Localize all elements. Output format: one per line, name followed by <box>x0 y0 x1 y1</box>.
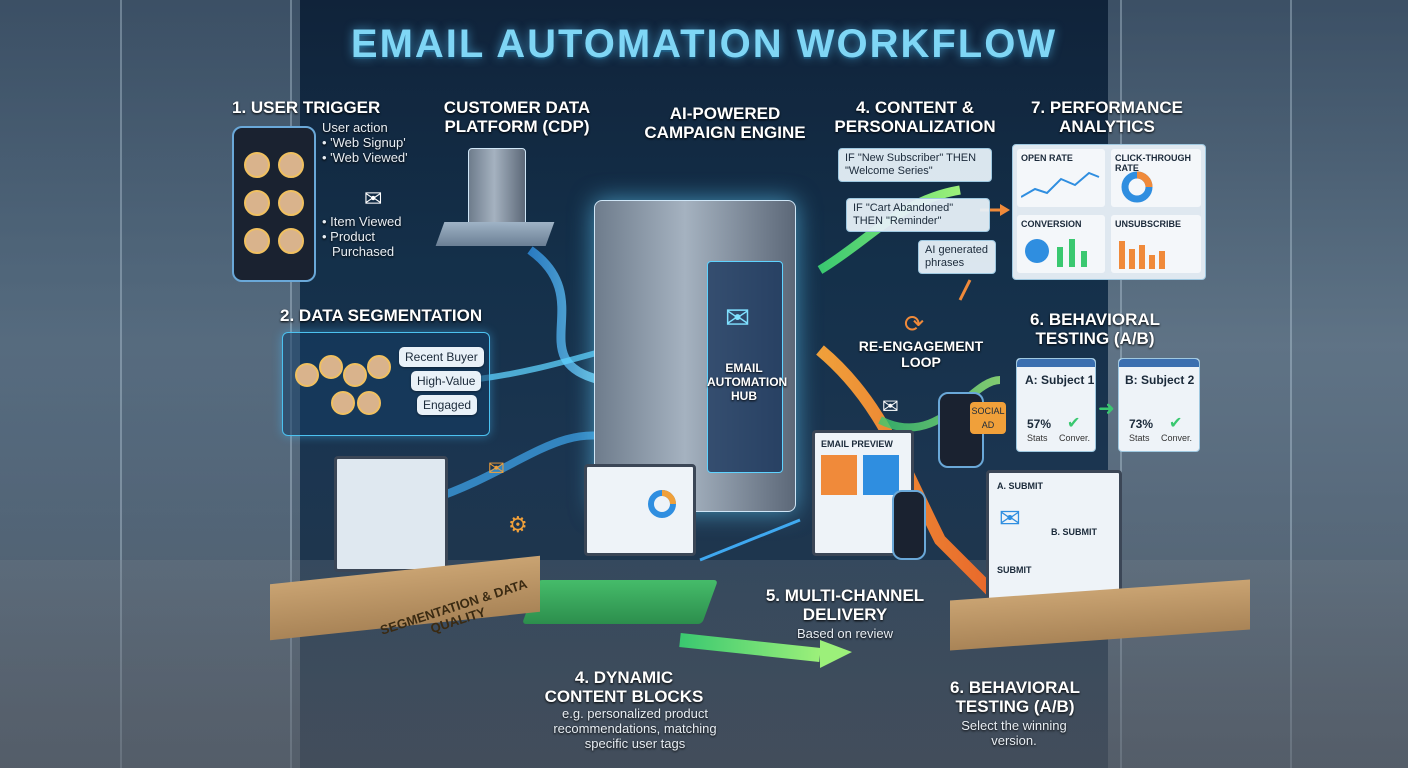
envelope-icon: ✉ <box>882 394 899 419</box>
avatar <box>295 363 319 387</box>
trigger-line: • Item Viewed <box>322 214 432 229</box>
checkmark-icon: ✔ <box>1067 413 1080 433</box>
phone-mockup <box>232 126 316 282</box>
trigger-line: • 'Web Viewed' <box>322 150 432 165</box>
content-heading: 4. CONTENT & PERSONALIZATION <box>830 98 1000 136</box>
cdp-heading: CUSTOMER DATA PLATFORM (CDP) <box>432 98 602 136</box>
mobile-preview <box>892 490 926 560</box>
avatar <box>278 190 304 216</box>
ctr-card: CLICK-THROUGH RATE <box>1111 149 1201 207</box>
unsubscribe-card: UNSUBSCRIBE <box>1111 215 1201 273</box>
variant-b-stat-label: Stats <box>1129 433 1150 443</box>
variant-b-conv-label: Conver. <box>1161 433 1192 443</box>
card-label: CONVERSION <box>1021 219 1082 229</box>
arrow-icon <box>1000 204 1010 216</box>
open-rate-card: OPEN RATE <box>1017 149 1105 207</box>
hub-label: EMAIL AUTOMATION HUB <box>707 361 781 403</box>
arrow-icon <box>700 520 800 560</box>
desk-monitor-left <box>334 456 448 572</box>
variant-a-percent: 57% <box>1027 417 1051 431</box>
dynamic-description: e.g. personalized product recommendation… <box>540 706 730 751</box>
avatar <box>244 152 270 178</box>
avatar <box>278 152 304 178</box>
conversion-card: CONVERSION <box>1017 215 1105 273</box>
testing-bottom-description: Select the winning version. <box>944 718 1084 748</box>
delivery-heading: 5. MULTI-CHANNEL DELIVERY <box>760 586 930 624</box>
email-preview-label: EMAIL PREVIEW <box>821 439 893 449</box>
ai-note: AI generated phrases <box>918 240 996 274</box>
dynamic-content-monitor <box>584 464 696 556</box>
variant-a-card: A: Subject 1 57% ✔ Stats Conver. <box>1016 358 1096 452</box>
user-trigger-list-2: • Item Viewed • Product Purchased <box>322 214 432 259</box>
avatar <box>319 355 343 379</box>
variant-a-conv-label: Conver. <box>1059 433 1090 443</box>
segmentation-heading: 2. DATA SEGMENTATION <box>280 306 500 325</box>
dynamic-platform <box>522 580 718 624</box>
envelope-icon: ✉ <box>364 186 382 212</box>
checkmark-icon: ✔ <box>1169 413 1182 433</box>
tag-recent-buyer: Recent Buyer <box>399 347 484 367</box>
trigger-line: • 'Web Signup' <box>322 135 432 150</box>
reengagement-heading: RE-ENGAGEMENT LOOP <box>856 338 986 370</box>
card-header-bar <box>1017 359 1095 367</box>
preview-block <box>863 455 899 495</box>
avatar <box>357 391 381 415</box>
user-trigger-heading: 1. USER TRIGGER <box>232 98 432 117</box>
avatar <box>278 228 304 254</box>
trigger-line: Purchased <box>322 244 432 259</box>
testing-bottom-heading: 6. BEHAVIORAL TESTING (A/B) <box>940 678 1090 716</box>
avatar <box>331 391 355 415</box>
refresh-icon: ⟳ <box>904 310 924 339</box>
trigger-line: User action <box>322 120 432 135</box>
variant-a-stat-label: Stats <box>1027 433 1048 443</box>
avatar <box>367 355 391 379</box>
content-chart <box>645 487 679 521</box>
monitor-text-c: SUBMIT <box>997 565 1032 575</box>
brain-icon: ✉ <box>725 301 750 336</box>
monitor-text-a: A. SUBMIT <box>997 481 1043 491</box>
monitor-text-b: B. SUBMIT <box>1051 527 1097 537</box>
preview-block <box>821 455 857 495</box>
variant-b-card: B: Subject 2 73% ✔ Stats Conver. <box>1118 358 1200 452</box>
social-ad-badge: SOCIAL AD <box>970 402 1006 434</box>
card-label: UNSUBSCRIBE <box>1115 219 1181 229</box>
segmentation-panel: Recent Buyer High-Value Engaged <box>282 332 490 436</box>
card-label: OPEN RATE <box>1021 153 1073 163</box>
card-header-bar <box>1119 359 1199 367</box>
rule-cart-abandoned: IF "Cart Abandoned" THEN "Reminder" <box>846 198 990 232</box>
arrow-icon <box>960 280 970 300</box>
avatar <box>343 363 367 387</box>
dynamic-heading: 4. DYNAMIC CONTENT BLOCKS <box>536 668 712 706</box>
tag-engaged: Engaged <box>417 395 477 415</box>
testing-heading: 6. BEHAVIORAL TESTING (A/B) <box>1010 310 1180 348</box>
variant-a-title: A: Subject 1 <box>1025 373 1094 387</box>
rule-new-subscriber: IF "New Subscriber" THEN "Welcome Series… <box>838 148 992 182</box>
tag-high-value: High-Value <box>411 371 481 391</box>
avatar <box>244 228 270 254</box>
conversion-chart <box>1023 233 1103 269</box>
envelope-icon: ✉ <box>488 456 505 481</box>
variant-b-title: B: Subject 2 <box>1125 373 1194 387</box>
unsubscribe-chart <box>1117 235 1197 269</box>
cdp-base <box>436 222 555 246</box>
trigger-line: • Product <box>322 229 432 244</box>
delivery-description: Based on review <box>760 626 930 641</box>
user-trigger-list: User action • 'Web Signup' • 'Web Viewed… <box>322 120 432 165</box>
flow-dynamic-to-delivery <box>680 640 820 655</box>
avatar <box>244 190 270 216</box>
arrow-icon: ➜ <box>1098 396 1115 421</box>
arrow-icon <box>820 640 852 668</box>
ctr-donut <box>1119 169 1155 205</box>
page-title: EMAIL AUTOMATION WORKFLOW <box>0 22 1408 67</box>
gear-icon: ⚙ <box>508 512 528 538</box>
variant-b-percent: 73% <box>1129 417 1153 431</box>
analytics-dashboard: OPEN RATE CLICK-THROUGH RATE CONVERSION … <box>1012 144 1206 280</box>
envelope-icon: ✉ <box>999 503 1021 534</box>
engine-heading: AI-POWERED CAMPAIGN ENGINE <box>640 104 810 142</box>
analytics-heading: 7. PERFORMANCE ANALYTICS <box>1012 98 1202 136</box>
cdp-server <box>468 148 526 230</box>
open-rate-chart <box>1021 167 1101 203</box>
